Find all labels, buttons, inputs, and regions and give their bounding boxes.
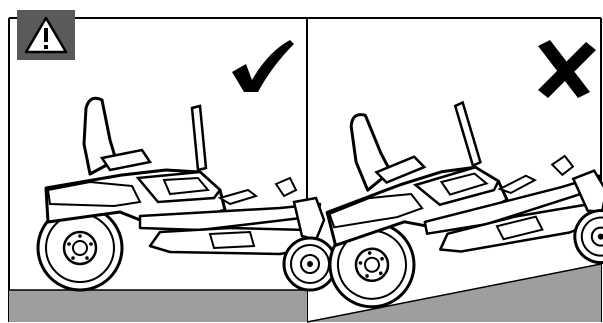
panel-level-ground (9, 40, 336, 322)
panel-slope (302, 40, 603, 322)
mower-on-level-ground (38, 98, 336, 290)
warning-triangle-icon (17, 10, 75, 60)
cross-mark-icon (538, 40, 596, 98)
level-ground (9, 290, 307, 322)
check-mark-icon (232, 40, 294, 92)
